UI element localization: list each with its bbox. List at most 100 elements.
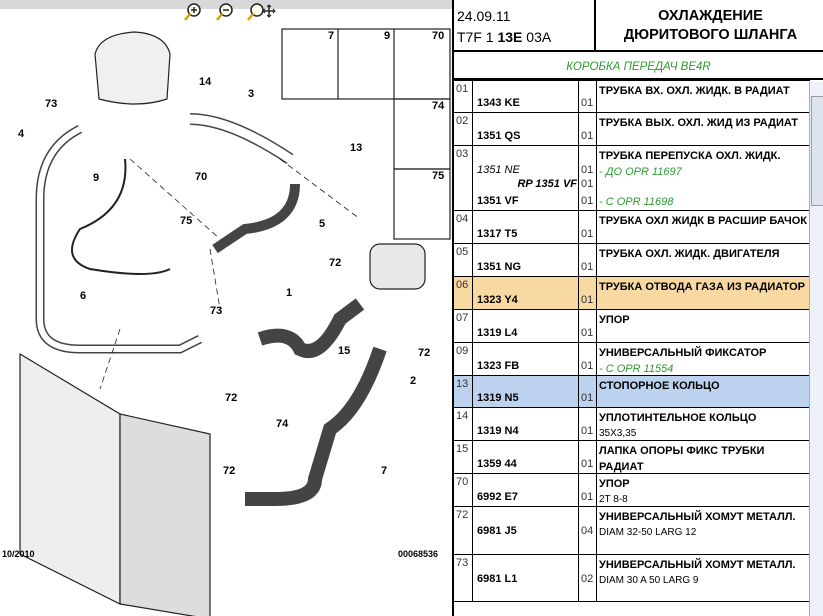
part-reference[interactable]: 1323 Y4 xyxy=(473,277,579,309)
parts-diagram: 73 4 9 6 14 3 13 70 75 5 73 72 1 15 72 7… xyxy=(2,28,451,616)
part-description: СТОПОРНОЕ КОЛЬЦО xyxy=(599,380,720,392)
callout-72: 72 xyxy=(329,257,341,269)
quantity: 01 xyxy=(579,244,597,276)
row-number: 04 xyxy=(454,211,473,243)
inset-label-75: 75 xyxy=(432,170,444,182)
callout-9: 9 xyxy=(93,172,99,184)
callout-13: 13 xyxy=(350,142,362,154)
table-row[interactable]: 01 1343 KE 01 ТРУБКА ВХ. ОХЛ. ЖИДК. В РА… xyxy=(454,80,810,113)
part-reference[interactable]: 1351 QS xyxy=(473,113,579,145)
callout-5: 5 xyxy=(319,218,325,230)
part-description: ТРУБКА ВХ. ОХЛ. ЖИДК. В РАДИАТ xyxy=(599,85,790,97)
row-number: 15 xyxy=(454,441,473,473)
quantity: 01 xyxy=(579,81,597,112)
quantity: 01 xyxy=(579,343,597,375)
part-reference[interactable]: 1319 N4 xyxy=(473,408,579,440)
quantity: 01 xyxy=(579,474,597,506)
row-number: 14 xyxy=(454,408,473,440)
row-number: 13 xyxy=(454,376,473,407)
callout-73b: 73 xyxy=(210,305,222,317)
part-description: ТРУБКА ПЕРЕПУСКА ОХЛ. ЖИДК.- ДО OPR 1169… xyxy=(599,150,781,208)
callout-74: 74 xyxy=(276,418,289,430)
part-description: УПОР xyxy=(599,314,630,326)
diagram-panel: 73 4 9 6 14 3 13 70 75 5 73 72 1 15 72 7… xyxy=(0,0,452,616)
quantity: 01 xyxy=(579,408,597,440)
table-row[interactable]: 04 1317 T5 01 ТРУБКА ОХЛ ЖИДК В РАСШИР Б… xyxy=(454,211,810,244)
table-row[interactable]: 02 1351 QS 01 ТРУБКА ВЫХ. ОХЛ. ЖИД ИЗ РА… xyxy=(454,113,810,146)
table-row[interactable]: 06 1323 Y4 01 ТРУБКА ОТВОДА ГАЗА ИЗ РАДИ… xyxy=(454,277,810,310)
row-number: 02 xyxy=(454,113,473,145)
part-description: УНИВЕРСАЛЬНЫЙ ХОМУТ МЕТАЛЛ.DIAM 30 A 50 … xyxy=(599,559,796,586)
row-number: 03 xyxy=(454,146,473,210)
table-row[interactable]: 07 1319 L4 01 УПОР xyxy=(454,310,810,343)
part-reference[interactable]: 6981 L1 xyxy=(473,555,579,601)
part-description: ЛАПКА ОПОРЫ ФИКС ТРУБКИ РАДИАТ xyxy=(599,445,765,473)
callout-15: 15 xyxy=(338,345,350,357)
zoom-pan-icon[interactable] xyxy=(246,2,276,22)
quantity: 01 xyxy=(579,277,597,309)
quantity: 01 xyxy=(579,376,597,407)
part-reference[interactable]: 6992 E7 xyxy=(473,474,579,506)
part-description: ТРУБКА ОХЛ ЖИДК В РАСШИР БАЧОК xyxy=(599,215,808,227)
header-info: 24.09.11 T7F 1 13E 03A xyxy=(454,0,596,50)
header-code: T7F 1 13E 03A xyxy=(457,29,552,45)
quantity: 01 xyxy=(579,310,597,342)
inset-label-9: 9 xyxy=(384,30,390,42)
part-description: УНИВЕРСАЛЬНЫЙ ХОМУТ МЕТАЛЛ.DIAM 32-50 LA… xyxy=(599,511,796,538)
part-reference[interactable]: 1317 T5 xyxy=(473,211,579,243)
table-row[interactable]: 72 6981 J5 04 УНИВЕРСАЛЬНЫЙ ХОМУТ МЕТАЛЛ… xyxy=(454,507,810,555)
part-reference[interactable]: 1359 44 xyxy=(473,441,579,473)
inset-label-70: 70 xyxy=(432,30,444,42)
callout-72c: 72 xyxy=(418,347,430,359)
part-description: ТРУБКА ВЫХ. ОХЛ. ЖИД ИЗ РАДИАТ xyxy=(599,117,799,129)
part-description: УНИВЕРСАЛЬНЫЙ ФИКСАТОР- С OPR 11554 xyxy=(599,347,767,375)
callout-70: 70 xyxy=(195,171,207,183)
callout-75: 75 xyxy=(180,215,192,227)
row-number: 07 xyxy=(454,310,473,342)
table-row[interactable]: 15 1359 44 01 ЛАПКА ОПОРЫ ФИКС ТРУБКИ РА… xyxy=(454,441,810,474)
part-reference[interactable]: 6981 J5 xyxy=(473,507,579,554)
part-reference[interactable]: 1351 NG xyxy=(473,244,579,276)
part-description: ТРУБКА ОТВОДА ГАЗА ИЗ РАДИАТОР xyxy=(599,281,805,293)
callout-7: 7 xyxy=(381,465,387,477)
table-row[interactable]: 73 6981 L1 02 УНИВЕРСАЛЬНЫЙ ХОМУТ МЕТАЛЛ… xyxy=(454,555,810,602)
callout-6: 6 xyxy=(80,290,86,302)
row-number: 72 xyxy=(454,507,473,554)
callout-2: 2 xyxy=(410,375,416,387)
callout-14: 14 xyxy=(199,76,212,88)
scrollbar-thumb[interactable] xyxy=(811,96,823,206)
scrollbar[interactable] xyxy=(809,82,823,616)
quantity: 02 xyxy=(579,555,597,601)
subheader: КОРОБКА ПЕРЕДАЧ BE4R xyxy=(454,52,823,80)
inset-label-74: 74 xyxy=(432,100,445,112)
zoom-in-icon[interactable] xyxy=(183,2,203,22)
part-reference[interactable]: 1319 N5 xyxy=(473,376,579,407)
row-number: 09 xyxy=(454,343,473,375)
quantity: 01 xyxy=(579,113,597,145)
table-row[interactable]: 09 1323 FB 01 УНИВЕРСАЛЬНЫЙ ФИКСАТОР- С … xyxy=(454,343,810,376)
zoom-out-icon[interactable] xyxy=(215,2,235,22)
footer-date: 10/2010 xyxy=(2,549,35,559)
table-row[interactable]: 13 1319 N5 01 СТОПОРНОЕ КОЛЬЦО xyxy=(454,376,810,408)
table-row[interactable]: 05 1351 NG 01 ТРУБКА ОХЛ. ЖИДК. ДВИГАТЕЛ… xyxy=(454,244,810,277)
part-reference[interactable]: 1323 FB xyxy=(473,343,579,375)
part-reference[interactable]: 1343 KE xyxy=(473,81,579,112)
quantity: 01 xyxy=(579,211,597,243)
callout-3: 3 xyxy=(248,88,254,100)
parts-table: 01 1343 KE 01 ТРУБКА ВХ. ОХЛ. ЖИДК. В РА… xyxy=(454,80,810,602)
part-reference[interactable]: 1319 L4 xyxy=(473,310,579,342)
callout-72b: 72 xyxy=(225,392,237,404)
row-number: 05 xyxy=(454,244,473,276)
row-number: 70 xyxy=(454,474,473,506)
row-number: 73 xyxy=(454,555,473,601)
quantity: 04 xyxy=(579,507,597,554)
callout-72d: 72 xyxy=(223,465,235,477)
